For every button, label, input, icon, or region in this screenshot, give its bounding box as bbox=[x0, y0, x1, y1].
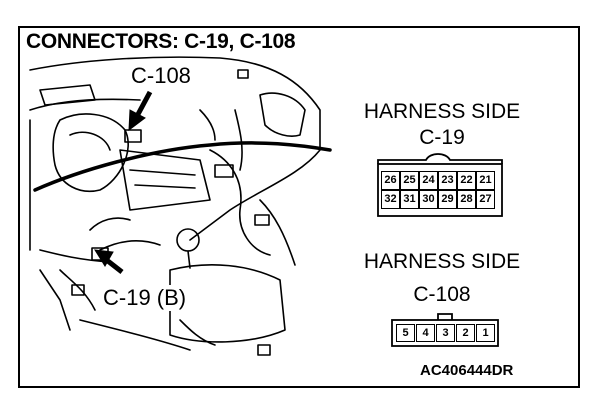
c19-harness-side-label: HARNESS SIDE bbox=[363, 100, 521, 123]
pin: 27 bbox=[476, 190, 495, 209]
pin: 31 bbox=[400, 190, 419, 209]
c108-harness-side-label: HARNESS SIDE bbox=[363, 250, 521, 273]
diagram-title: CONNECTORS: C-19, C-108 bbox=[26, 30, 296, 53]
diagram-frame bbox=[18, 26, 580, 388]
pin: 4 bbox=[416, 324, 435, 342]
pin: 22 bbox=[457, 171, 476, 190]
pin: 25 bbox=[400, 171, 419, 190]
pin: 30 bbox=[419, 190, 438, 209]
pin: 21 bbox=[476, 171, 495, 190]
reference-code: AC406444DR bbox=[420, 362, 514, 379]
callout-c19b: C-19 (B) bbox=[100, 285, 190, 311]
pin: 26 bbox=[381, 171, 400, 190]
pin: 3 bbox=[436, 324, 455, 342]
pin: 28 bbox=[457, 190, 476, 209]
pin: 1 bbox=[476, 324, 495, 342]
pin: 2 bbox=[456, 324, 475, 342]
pin: 32 bbox=[381, 190, 400, 209]
pin: 23 bbox=[438, 171, 457, 190]
c108-connector-label: C-108 bbox=[413, 283, 471, 306]
c108-pin-grid: 5 4 3 2 1 bbox=[396, 324, 495, 342]
c19-connector-label: C-19 bbox=[419, 126, 465, 149]
pin: 29 bbox=[438, 190, 457, 209]
callout-c108: C-108 bbox=[128, 63, 194, 89]
c19-pin-grid: 26 25 24 23 22 21 32 31 30 29 28 27 bbox=[381, 171, 495, 209]
pin: 5 bbox=[396, 324, 415, 342]
pin: 24 bbox=[419, 171, 438, 190]
